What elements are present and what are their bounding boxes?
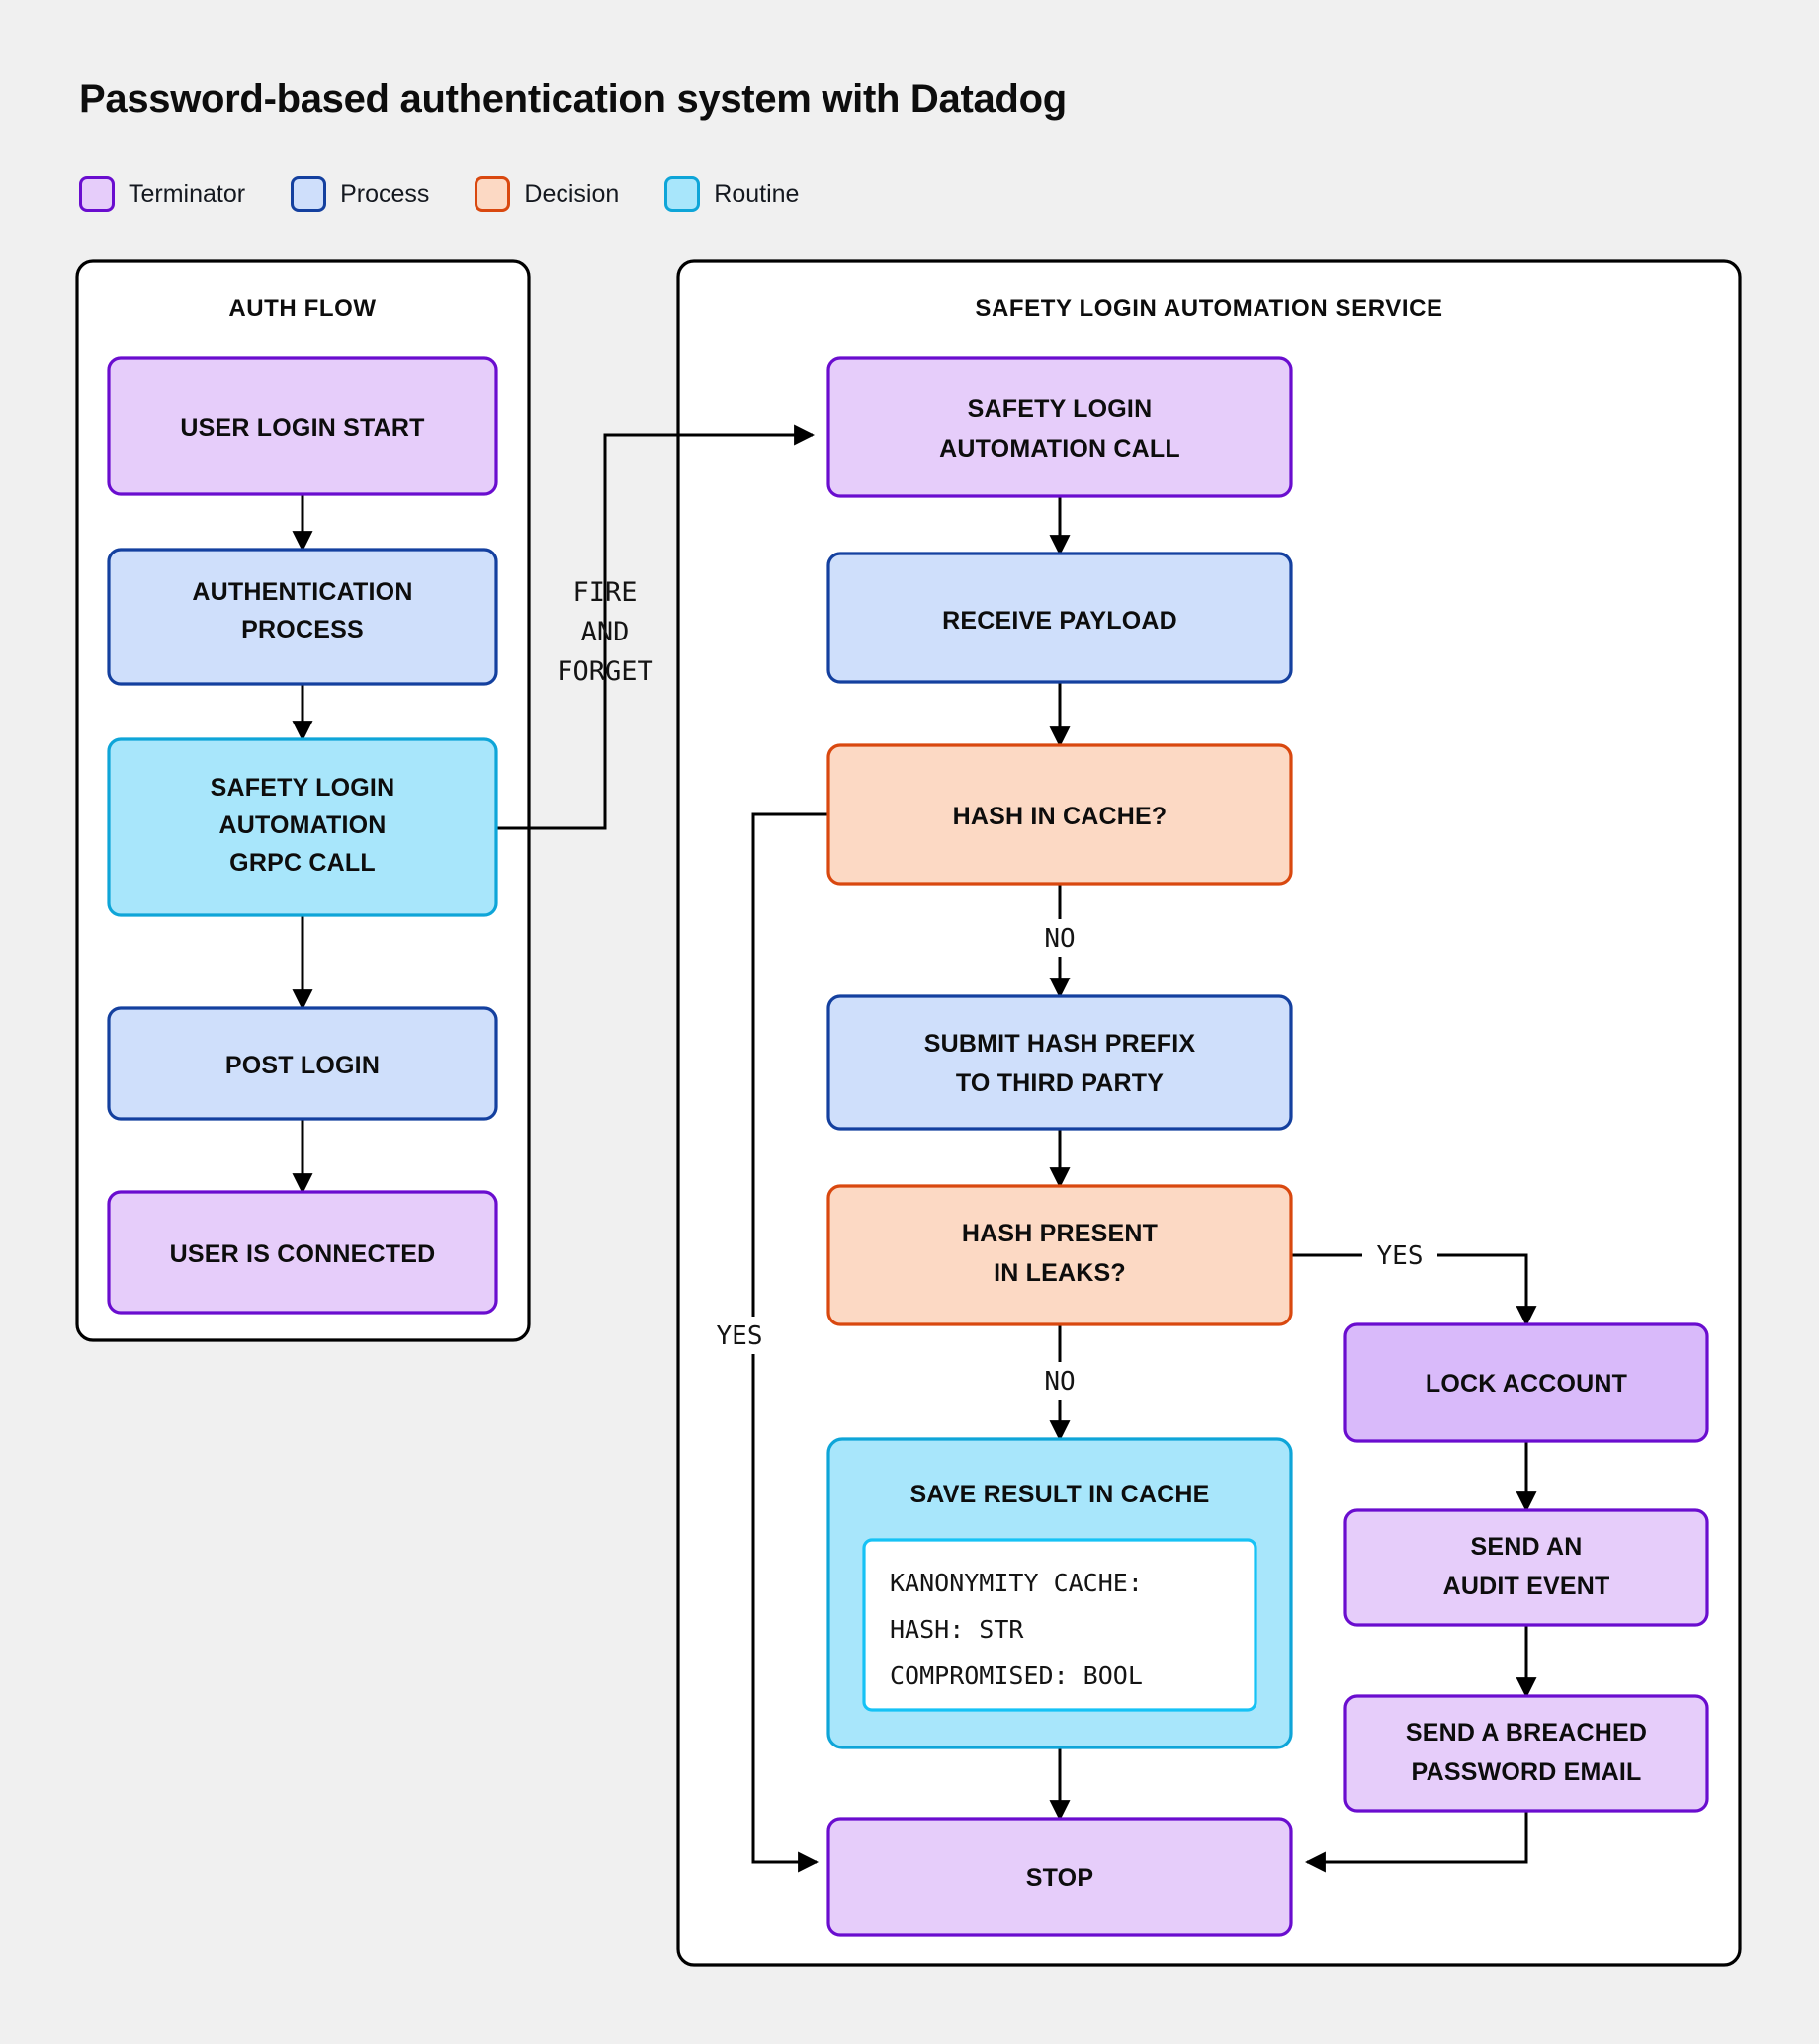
- panel-title-safety-login-automation-service: SAFETY LOGIN AUTOMATION SERVICE: [975, 296, 1442, 322]
- node-receive-payload[interactable]: RECEIVE PAYLOAD: [826, 552, 1293, 684]
- node-shape-decision: [826, 1184, 1293, 1326]
- node-stop[interactable]: STOP: [826, 1817, 1293, 1937]
- node-save-result-in-cache[interactable]: SAVE RESULT IN CACHE KANONYMITY CACHE: H…: [826, 1437, 1293, 1749]
- legend-swatch-routine: [664, 176, 701, 212]
- node-shape-decision: [826, 743, 1293, 886]
- legend-item-terminator: Terminator: [79, 176, 245, 212]
- node-lock-account[interactable]: LOCK ACCOUNT: [1343, 1322, 1709, 1443]
- edge-label-leaks-yes: YES: [1377, 1241, 1424, 1271]
- label-bg-leaks-yes: [1362, 1236, 1437, 1274]
- edge-email-to-stop: [1304, 1811, 1528, 1873]
- page-title: Password-based authentication system wit…: [79, 77, 1067, 121]
- cache-schema-line-3: COMPROMISED: BOOL: [890, 1661, 1143, 1690]
- legend-label-terminator: Terminator: [129, 179, 246, 208]
- label-bg-cache-yes: [720, 1317, 789, 1354]
- node-shape-terminator: [1343, 1322, 1709, 1443]
- panel-title-auth-flow: AUTH FLOW: [228, 296, 376, 322]
- node-shape-terminator: [107, 356, 498, 496]
- node-hash-in-cache[interactable]: HASH IN CACHE?: [826, 743, 1293, 886]
- legend-swatch-decision: [475, 176, 511, 212]
- cache-schema-box: [862, 1538, 1257, 1712]
- node-shape-terminator: [826, 356, 1293, 498]
- edge-label-leaks-no: NO: [1044, 1367, 1075, 1397]
- node-shape-process: [826, 552, 1293, 684]
- node-shape-process: [107, 548, 498, 686]
- edge-fire-and-forget: [495, 424, 816, 830]
- node-label: USER IS CONNECTED: [170, 1240, 436, 1268]
- legend-item-process: Process: [291, 176, 429, 212]
- cache-schema-line-1: KANONYMITY CACHE:: [890, 1569, 1143, 1597]
- legend-item-decision: Decision: [475, 176, 619, 212]
- legend-item-routine: Routine: [664, 176, 799, 212]
- node-label: HASH IN CACHE?: [953, 803, 1168, 830]
- node-shape-routine: [107, 737, 498, 917]
- node-user-login-start[interactable]: USER LOGIN START: [107, 356, 498, 496]
- legend-swatch-process: [291, 176, 327, 212]
- node-label: LOCK ACCOUNT: [1426, 1370, 1627, 1398]
- node-label: POST LOGIN: [225, 1052, 380, 1079]
- legend-swatch-terminator: [79, 176, 115, 212]
- node-shape-process: [107, 1006, 498, 1121]
- node-label: STOP: [1026, 1864, 1093, 1892]
- node-label: SAVE RESULT IN CACHE: [910, 1481, 1209, 1508]
- label-bg-leaks-no: [1030, 1362, 1089, 1400]
- edge-label-cache-no: NO: [1044, 924, 1075, 954]
- legend-label-routine: Routine: [714, 179, 800, 208]
- legend-label-decision: Decision: [524, 179, 620, 208]
- node-shape-terminator: [1343, 1694, 1709, 1813]
- node-shape-terminator: [107, 1190, 498, 1315]
- cache-schema-line-2: HASH: STR: [890, 1615, 1024, 1644]
- node-label: RECEIVE PAYLOAD: [942, 607, 1177, 635]
- node-post-login[interactable]: POST LOGIN: [107, 1006, 498, 1121]
- node-shape-process: [826, 994, 1293, 1131]
- node-user-is-connected[interactable]: USER IS CONNECTED: [107, 1190, 498, 1315]
- label-bg-cache-no: [1030, 919, 1089, 957]
- node-shape-terminator: [826, 1817, 1293, 1937]
- node-shape-terminator: [1343, 1508, 1709, 1627]
- edge-label-cache-yes: YES: [717, 1321, 763, 1351]
- legend-label-process: Process: [340, 179, 430, 208]
- legend: Terminator Process Decision Routine: [79, 176, 844, 212]
- node-label: USER LOGIN START: [180, 414, 424, 442]
